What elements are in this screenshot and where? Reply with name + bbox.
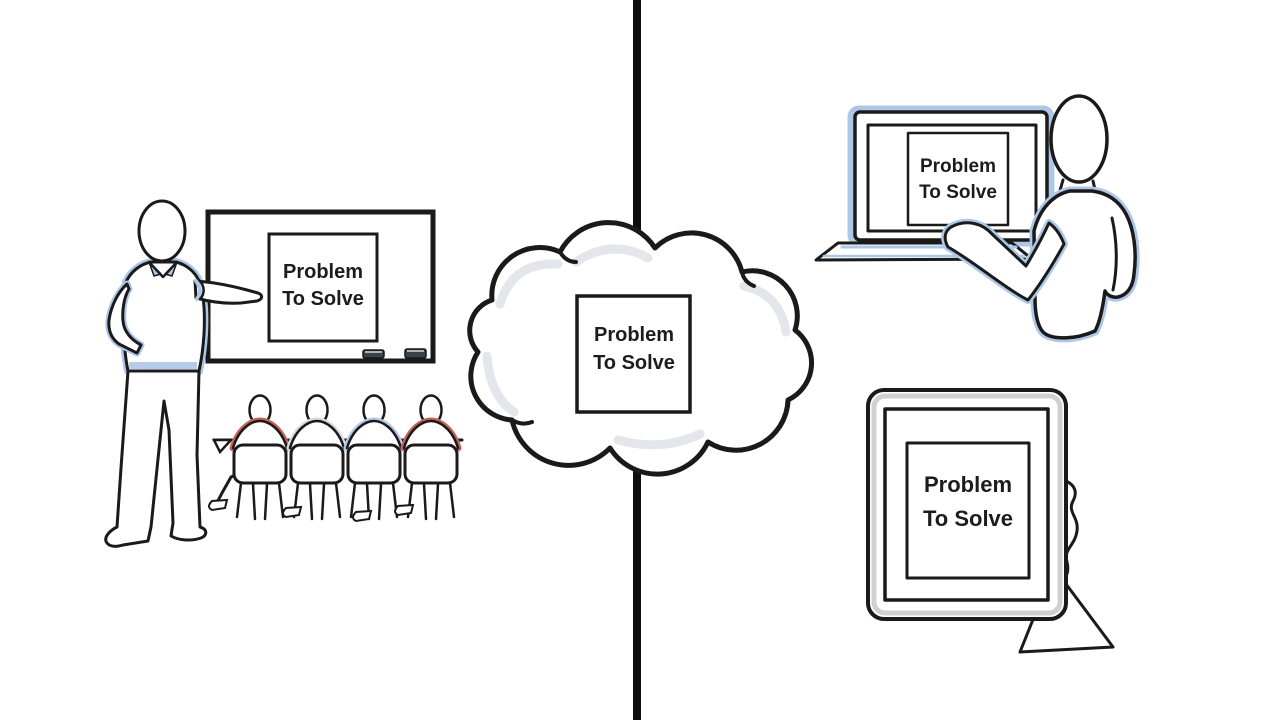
tablet-scene: Problem To Solve [866, 388, 1115, 654]
student-figure-2 [282, 394, 348, 521]
cloud-text-line2: To Solve [593, 352, 675, 374]
student-3-chair-legs [349, 481, 399, 521]
whiteboard: Problem To Solve [205, 209, 436, 364]
student-1-shoe [208, 498, 229, 512]
teacher-shirt-hem [129, 362, 197, 369]
student-3-chair [346, 443, 402, 485]
student-2-chair-legs [292, 481, 342, 521]
board-eraser [362, 349, 385, 359]
cloud-curl-details [510, 250, 756, 426]
tablet-frame-shade [871, 393, 1063, 616]
student-1-shoulders [231, 419, 289, 450]
board-text-line2: To Solve [282, 288, 364, 310]
student-3-shoulders [345, 419, 403, 450]
cloud-text-line1: Problem [594, 324, 674, 346]
student-2-shoulders [288, 419, 346, 450]
student-4-chair [403, 443, 459, 485]
cloud-problem-box [575, 294, 692, 414]
learner-head [1049, 94, 1109, 184]
student-3-shoe [352, 509, 373, 523]
tablet-text-line2: To Solve [923, 506, 1013, 531]
student-4-shoulders [402, 419, 460, 450]
teacher-left-arm [107, 282, 143, 355]
laptop-text-line1: Problem [920, 156, 996, 177]
laptop-problem-box [906, 131, 1010, 227]
student-2-shoe [282, 505, 303, 519]
laptop-text-line2: To Solve [919, 182, 997, 203]
teacher-pants [104, 369, 208, 548]
student-figure-4 [394, 394, 462, 521]
learner-arm-seam [1110, 216, 1118, 292]
student-2-chair [289, 443, 345, 485]
cloud-scene: Problem To Solve [467, 220, 815, 477]
online-learner-scene: Problem To Solve [814, 94, 1140, 343]
board-text-line1: Problem [283, 261, 363, 283]
student-4-chair-legs [406, 481, 456, 521]
students-row [208, 394, 464, 523]
learner-figure [941, 94, 1140, 343]
teacher-sleeve-shade [194, 279, 202, 301]
laptop: Problem To Solve [814, 105, 1055, 262]
teacher-figure [104, 199, 264, 548]
student-1-chair-legs [235, 481, 285, 521]
bench-end [211, 438, 234, 455]
teacher-collar-line [147, 260, 179, 279]
learner-arm [943, 221, 1066, 302]
teacher-sleeve-line [197, 278, 205, 301]
tablet: Problem To Solve [866, 388, 1068, 621]
teacher-pointing-arm [193, 279, 264, 305]
classroom-scene: Problem To Solve [104, 199, 464, 548]
student-figure-1 [208, 394, 291, 521]
student-1-chair [232, 443, 288, 485]
student-figure-3 [343, 394, 405, 523]
student-4-shoe [394, 503, 415, 517]
teacher-head [137, 199, 187, 263]
cloud-shading [482, 244, 791, 450]
board-problem-box [267, 232, 379, 343]
tablet-text-line1: Problem [924, 472, 1012, 497]
tablet-problem-box [905, 441, 1031, 580]
